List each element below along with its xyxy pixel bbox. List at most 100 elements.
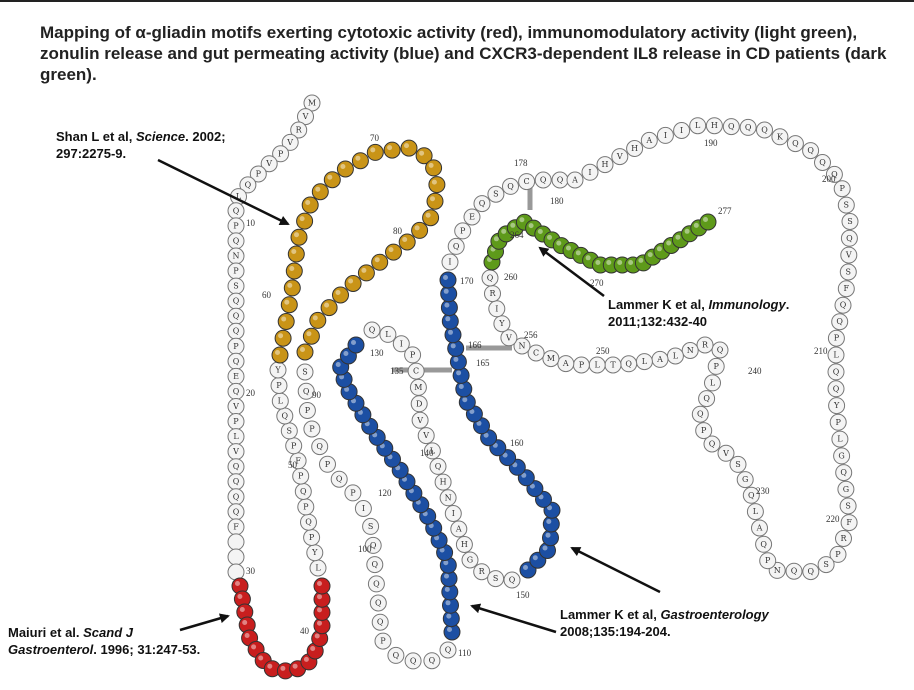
residue-number: 220 bbox=[826, 514, 840, 524]
svg-text:I: I bbox=[664, 131, 667, 140]
residue-number: 277 bbox=[718, 206, 732, 216]
residue-bead bbox=[227, 548, 245, 566]
residue-bead: P bbox=[292, 467, 310, 485]
residue-bead: P bbox=[695, 422, 713, 440]
svg-text:Q: Q bbox=[479, 199, 486, 208]
svg-text:Q: Q bbox=[233, 327, 240, 336]
residue-bead-red bbox=[313, 617, 331, 635]
residue-bead: Q bbox=[367, 575, 385, 593]
residue-bead: L bbox=[666, 347, 684, 365]
residue-bead: S bbox=[227, 277, 245, 295]
residue-bead-gold bbox=[290, 228, 308, 246]
residue-bead: Q bbox=[227, 382, 245, 400]
svg-text:P: P bbox=[233, 417, 239, 426]
svg-text:P: P bbox=[701, 426, 707, 435]
svg-text:V: V bbox=[616, 152, 623, 161]
svg-text:P: P bbox=[233, 342, 239, 351]
residue-bead bbox=[227, 563, 245, 581]
residue-bead: Q bbox=[834, 296, 852, 314]
svg-text:Q: Q bbox=[540, 176, 547, 185]
residue-number: 100 bbox=[358, 544, 372, 554]
residue-bead: Q bbox=[502, 177, 519, 195]
residue-number: 200 bbox=[822, 174, 836, 184]
residue-bead: I bbox=[673, 122, 691, 139]
residue-bead: A bbox=[651, 350, 669, 368]
residue-number: 256 bbox=[524, 330, 538, 340]
svg-text:I: I bbox=[400, 339, 403, 348]
svg-text:Q: Q bbox=[625, 359, 632, 368]
reference-shan: Shan L et al, Science. 2002; 297:2275-9. bbox=[56, 129, 226, 161]
residue-bead: Q bbox=[840, 229, 858, 247]
residue-bead: Q bbox=[227, 503, 245, 521]
residue-bead: Q bbox=[227, 202, 245, 220]
residue-bead: P bbox=[454, 222, 472, 240]
residue-number: 250 bbox=[596, 346, 610, 356]
residue-bead-blue bbox=[542, 529, 559, 547]
residue-bead: P bbox=[829, 413, 847, 431]
residue-bead-gold bbox=[287, 245, 305, 263]
residue-bead: Q bbox=[227, 352, 245, 370]
residue-bead: Q bbox=[227, 473, 245, 491]
svg-text:P: P bbox=[309, 533, 315, 542]
residue-bead: V bbox=[227, 398, 245, 415]
residue-number: 90 bbox=[312, 390, 322, 400]
residue-bead: Q bbox=[276, 407, 294, 425]
residue-bead-red bbox=[231, 577, 249, 595]
svg-text:L: L bbox=[233, 432, 239, 441]
residue-bead: S bbox=[280, 422, 298, 440]
residue-number: 135 bbox=[390, 366, 404, 376]
residue-bead: M bbox=[409, 378, 427, 396]
svg-text:R: R bbox=[489, 289, 496, 298]
svg-text:F: F bbox=[844, 284, 850, 293]
svg-text:Q: Q bbox=[748, 491, 755, 500]
residue-bead-gold bbox=[366, 143, 384, 161]
svg-text:S: S bbox=[823, 560, 828, 569]
svg-text:P: P bbox=[309, 425, 315, 434]
residue-number: 60 bbox=[262, 290, 272, 300]
svg-text:P: P bbox=[714, 362, 720, 371]
residue-bead: Q bbox=[703, 435, 721, 453]
svg-text:P: P bbox=[256, 170, 262, 179]
svg-text:Q: Q bbox=[833, 367, 840, 376]
residue-bead-blue bbox=[347, 336, 365, 354]
residue-bead: V bbox=[417, 427, 435, 445]
residue-bead: P bbox=[829, 545, 847, 563]
svg-text:R: R bbox=[840, 534, 847, 543]
residue-number: 150 bbox=[516, 590, 530, 600]
residue-bead: Q bbox=[534, 171, 552, 189]
residue-bead: P bbox=[249, 165, 267, 183]
residue-bead-gold bbox=[351, 152, 369, 170]
residue-bead: H bbox=[434, 473, 452, 491]
residue-bead-gold bbox=[371, 253, 389, 271]
residue-number: 20 bbox=[246, 388, 256, 398]
reference-arrow bbox=[570, 546, 661, 594]
residue-bead: L bbox=[379, 325, 397, 343]
residue-bead: N bbox=[681, 342, 699, 359]
svg-text:P: P bbox=[278, 149, 284, 158]
residue-bead: Q bbox=[620, 355, 638, 373]
residue-bead: S bbox=[729, 455, 747, 473]
svg-text:S: S bbox=[847, 217, 852, 226]
svg-text:Q: Q bbox=[377, 618, 384, 627]
residue-bead: P bbox=[827, 329, 845, 347]
residue-bead: Q bbox=[227, 488, 245, 506]
residue-number: 166 bbox=[468, 340, 482, 350]
svg-text:G: G bbox=[742, 475, 748, 484]
svg-text:V: V bbox=[422, 431, 429, 440]
svg-text:Q: Q bbox=[697, 410, 704, 419]
residue-bead: Y bbox=[828, 397, 846, 415]
svg-text:V: V bbox=[265, 159, 272, 168]
svg-text:A: A bbox=[562, 359, 569, 368]
residue-bead: Q bbox=[835, 464, 853, 482]
residue-bead: Q bbox=[423, 652, 441, 670]
residue-bead-blue bbox=[539, 542, 556, 559]
svg-text:Q: Q bbox=[410, 656, 417, 665]
residue-number: 210 bbox=[814, 346, 828, 356]
residue-number: 80 bbox=[393, 226, 403, 236]
svg-text:P: P bbox=[380, 637, 386, 646]
residue-bead: V bbox=[260, 155, 278, 173]
svg-text:V: V bbox=[722, 449, 729, 458]
residue-bead: S bbox=[296, 363, 314, 381]
residue-bead: Q bbox=[429, 457, 447, 475]
